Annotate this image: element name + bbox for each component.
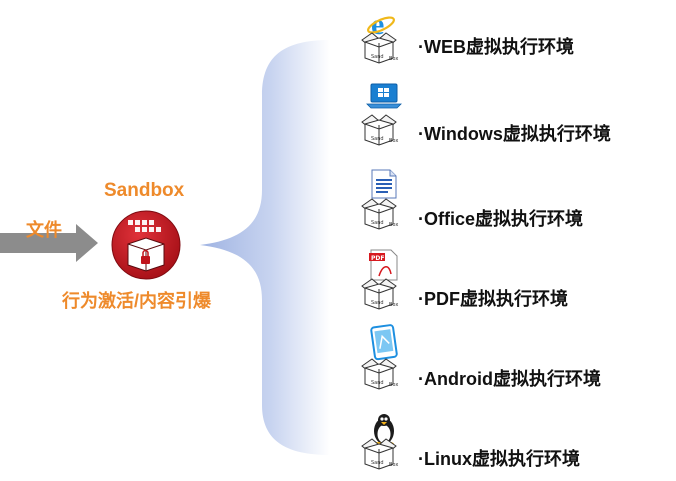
svg-text:Box: Box	[389, 56, 398, 62]
windows-laptop-icon	[366, 83, 402, 109]
env-label-pdf: ·PDF虚拟执行环境	[418, 289, 568, 309]
brace-connector	[200, 40, 330, 455]
svg-text:Sand: Sand	[371, 460, 384, 466]
svg-text:Box: Box	[389, 462, 398, 468]
svg-text:Box: Box	[389, 302, 398, 308]
env-label-office: ·Office虚拟执行环境	[418, 209, 584, 229]
env-label-linux: ·Linux虚拟执行环境	[418, 449, 580, 469]
env-label-android: ·Android虚拟执行环境	[418, 369, 601, 389]
sandbox-core-icon	[111, 210, 181, 280]
sandbox-title: Sandbox	[104, 180, 185, 201]
office-document-icon	[371, 169, 397, 199]
svg-text:Box: Box	[389, 222, 398, 228]
svg-text:Sand: Sand	[371, 220, 384, 226]
pdf-document-icon: PDF	[369, 249, 398, 281]
svg-text:Sand: Sand	[371, 54, 384, 60]
input-file-label: 文件	[26, 220, 62, 240]
svg-text:Box: Box	[389, 138, 398, 144]
android-phone-icon	[370, 324, 398, 361]
svg-text:Sand: Sand	[371, 380, 384, 386]
env-label-windows: ·Windows虚拟执行环境	[418, 124, 611, 144]
ie-browser-icon: e	[367, 8, 395, 41]
svg-text:PDF: PDF	[371, 255, 384, 262]
svg-text:Sand: Sand	[371, 300, 384, 306]
sandbox-caption: 行为激活/内容引爆	[62, 291, 212, 311]
svg-text:Box: Box	[389, 382, 398, 388]
svg-text:Sand: Sand	[371, 136, 384, 142]
input-arrow	[0, 224, 98, 262]
env-label-web: ·WEB虚拟执行环境	[418, 37, 574, 57]
